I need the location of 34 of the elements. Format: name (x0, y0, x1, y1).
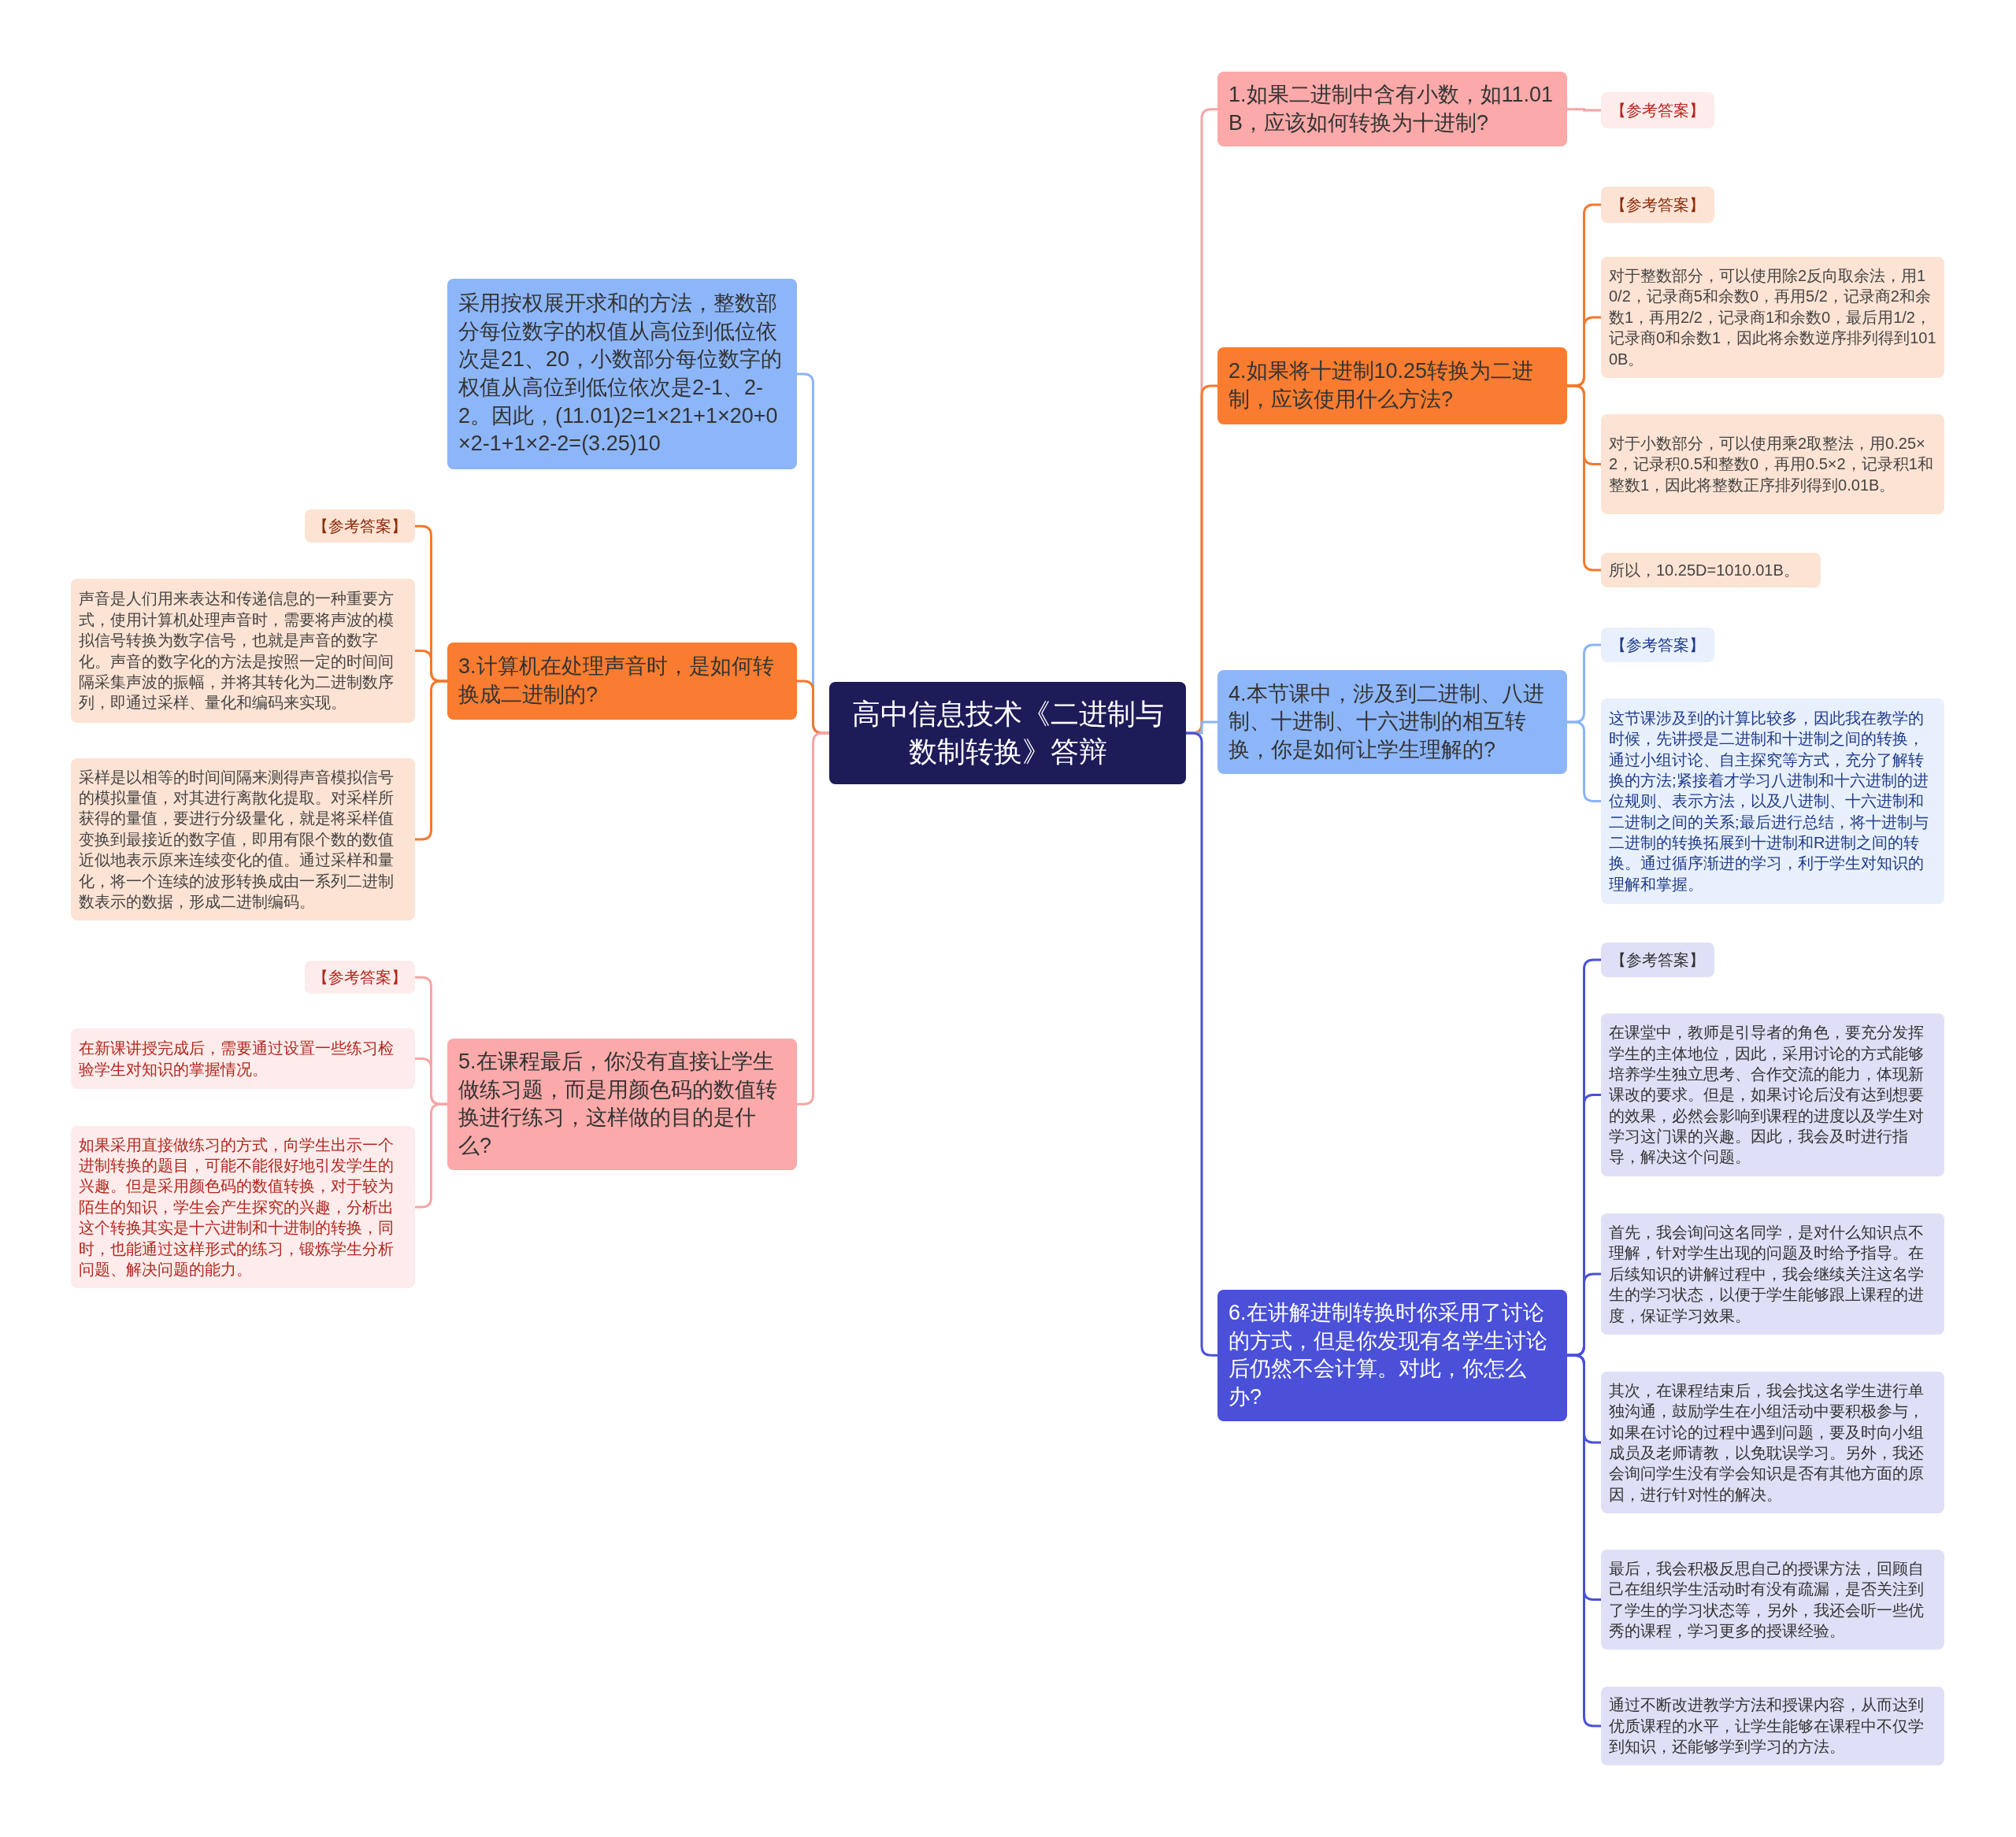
topic-box: 【参考答案】 (1601, 92, 1714, 128)
topic-box: 首先，我会询问这名同学，是对什么知识点不理解，针对学生出现的问题及时给予指导。在后续知识的讲解过程中，我会继续关注这名学生的学习状态，以便于学生能够跟上课程的进度，保证学习效果。 (1601, 1213, 1944, 1335)
topic-box: 采样是以相等的时间间隔来测得声音模拟信号的模拟量值，对其进行离散化提取。对采样所获得的量值，要进行分级量化，就是将采样值变换到最接近的数字值，即用有限个数的数值近似地表示原来连续变化的值。通过采样和量化，将一个连续的波形转换成由一系列二进制数表示的数据，形成二进制编码。 (71, 758, 415, 920)
topic-box: 采用按权展开求和的方法，整数部分每位数字的权值从高位到低位依次是21、20，小数部分每位数字的权值从高位到低位依次是2-1、2-2。因此，(11.01)2=1×21+1×20+0×2-1+1×2-2=(3.25)10 (447, 279, 797, 469)
topic-box: 6.在讲解进制转换时你采用了讨论的方式，但是你发现有名学生讨论后仍然不会计算。对此，你怎么办? (1217, 1290, 1567, 1421)
topic-box: 3.计算机在处理声音时，是如何转换成二进制的? (447, 643, 797, 720)
topic-box: 5.在课程最后，你没有直接让学生做练习题，而是用颜色码的数值转换进行练习，这样做的目的是什么? (447, 1039, 797, 1170)
topic-box: 所以，10.25D=1010.01B。 (1601, 553, 1821, 587)
topic-box: 通过不断改进教学方法和授课内容，从而达到优质课程的水平，让学生能够在课程中不仅学到知识，还能够学到学习的方法。 (1601, 1687, 1944, 1765)
topic-box: 对于整数部分，可以使用除2反向取余法，用10/2，记录商5和余数0，再用5/2，记录商2和余数1，再用2/2，记录商1和余数0，最后用1/2，记录商0和余数1，因此将余数逆序排列得到1010B。 (1601, 257, 1944, 378)
connector-line (1567, 720, 1601, 802)
topic-box: 在新课讲授完成后，需要通过设置一些练习检验学生对知识的掌握情况。 (71, 1028, 415, 1089)
connector-line (797, 731, 829, 1106)
topic-box: 【参考答案】 (305, 509, 415, 543)
topic-box: 如果采用直接做练习的方式，向学生出示一个进制转换的题目，可能不能很好地引发学生的兴趣。但是采用颜色码的数值转换，对于较为陌生的知识，学生会产生探究的兴趣，分析出这个转换其实是十六进制和十进制的转换，同时，也能通过这样形式的练习，锻炼学生分析问题、解决问题的能力。 (71, 1126, 415, 1288)
topic-box: 在课堂中，教师是引导者的角色，要充分发挥学生的主体地位，因此，采用讨论的方式能够培养学生独立思考、合作交流的能力，体现新课改的要求。但是，如果讨论后没有达到想要的效果，必然会影响到课程的进度以及学生对学习这门课的兴趣。因此，我会及时进行指导，解决这个问题。 (1601, 1013, 1944, 1176)
topic-box: 【参考答案】 (1601, 943, 1714, 977)
connector-line (1567, 1354, 1601, 1728)
central-topic: 高中信息技术《二进制与数制转换》答辩 (829, 682, 1186, 784)
topic-box: 【参考答案】 (305, 961, 415, 994)
topic-box: 1.如果二进制中含有小数，如11.01B，应该如何转换为十进制? (1217, 72, 1567, 147)
topic-box: 【参考答案】 (1601, 187, 1714, 223)
topic-box: 2.如果将十进制10.25转换为二进制，应该使用什么方法? (1217, 347, 1567, 424)
connector-line (1567, 108, 1601, 112)
topic-box: 4.本节课中，涉及到二进制、八进制、十进制、十六进制的相互转换，你是如何让学生理解的? (1217, 670, 1567, 774)
topic-box: 【参考答案】 (1601, 628, 1714, 662)
topic-box: 这节课涉及到的计算比较多，因此我在教学的时候，先讲授是二进制和十进制之间的转换，通过小组讨论、自主探究等方式，充分了解转换的方法;紧接着才学习八进制和十六进制的进位规则、表示方法，以及八进制、十六进制和二进制之间的关系;最后进行总结，将十进制与二进制的转换拓展到十进制和R进制之间的转换。通过循序渐进的学习，利于学生对知识的理解和掌握。 (1601, 698, 1944, 904)
connector-line (415, 1102, 447, 1209)
topic-box: 声音是人们用来表达和传递信息的一种重要方式，使用计算机处理声音时，需要将声波的模拟信号转换为数字信号，也就是声音的数字化。声音的数字化的方法是按照一定的时间间隔采集声波的振幅，并将其转化为二进制数序列，即通过采样、量化和编码来实现。 (71, 579, 415, 723)
connector-line (415, 680, 447, 841)
connector-line (1567, 384, 1601, 572)
topic-box: 对于小数部分，可以使用乘2取整法，用0.25×2，记录积0.5和整数0，再用0.5×2，记录积1和整数1，因此将整数正序排列得到0.01B。 (1601, 414, 1944, 514)
topic-box: 最后，我会积极反思自己的授课方法，回顾自己在组织学生活动时有没有疏漏，是否关注到了学生的学习状态等，另外，我还会听一些优秀的课程，学习更多的授课经验。 (1601, 1550, 1944, 1650)
topic-box: 其次，在课程结束后，我会找这名学生进行单独沟通，鼓励学生在小组活动中要积极参与，如果在讨论的过程中遇到问题，要及时向小组成员及老师请教，以免耽误学习。另外，我还会询问学生没有学会知识是否有其他方面的原因，进行针对性的解决。 (1601, 1372, 1944, 1513)
